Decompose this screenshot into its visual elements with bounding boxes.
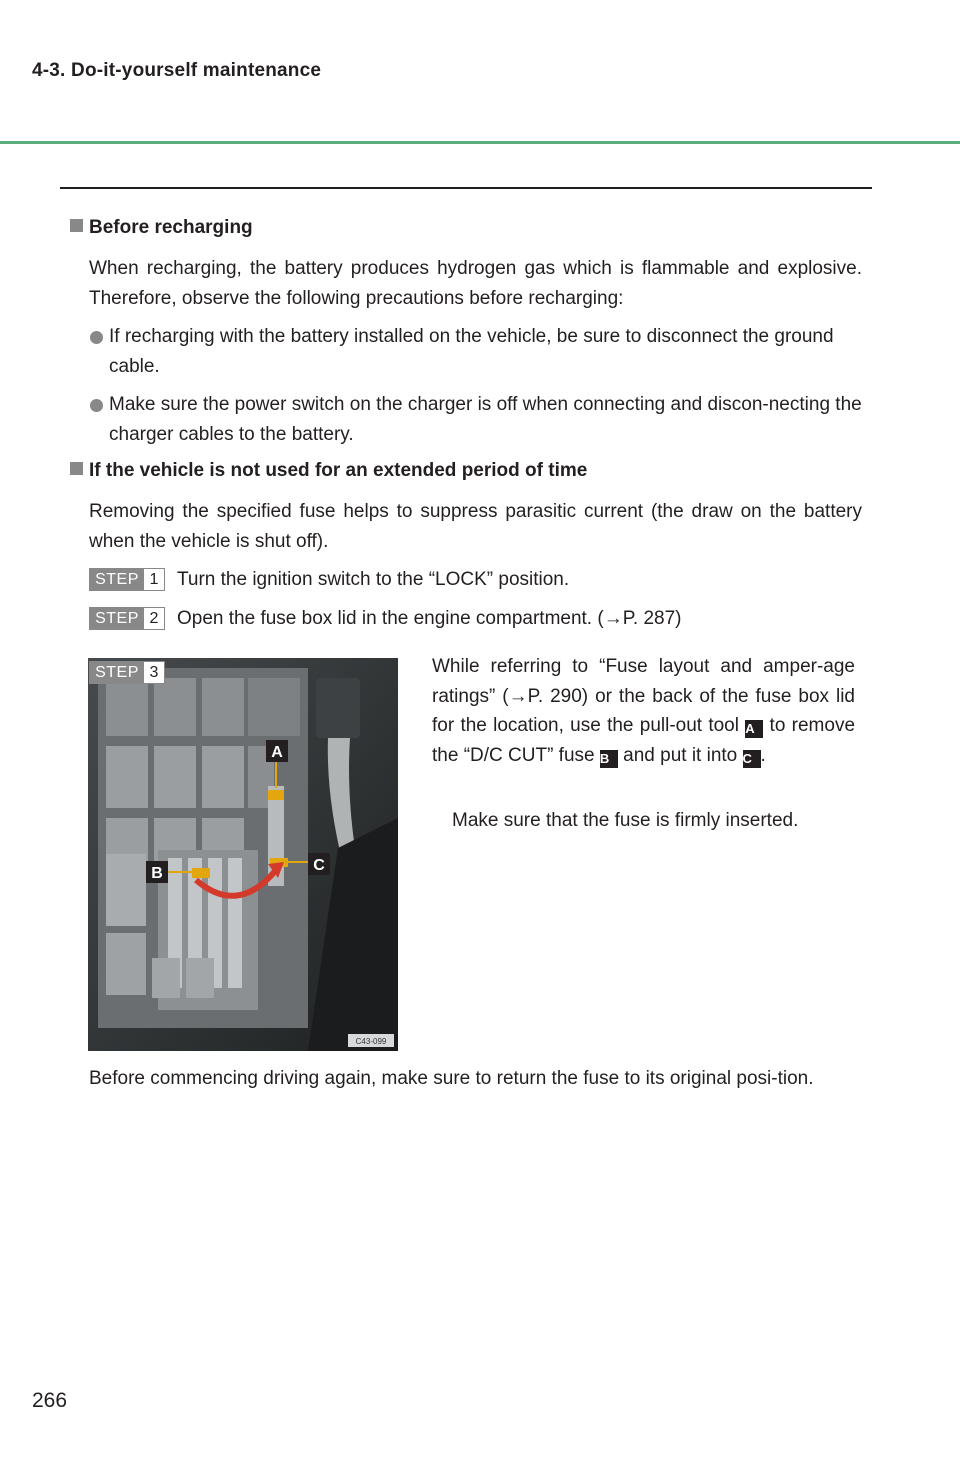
round-bullet-icon bbox=[90, 399, 103, 412]
section-header: 4-3. Do-it-yourself maintenance bbox=[32, 60, 322, 81]
bullet-text: Make sure the power switch on the charge… bbox=[109, 394, 862, 445]
closing-paragraph: Before commencing driving again, make su… bbox=[89, 1068, 814, 1089]
bullet-item: If recharging with the battery installed… bbox=[90, 322, 862, 382]
callout-c: C bbox=[308, 853, 330, 875]
heading-text: Before recharging bbox=[89, 217, 253, 238]
step-3-text-part: to remove the “D/C CUT” fuse bbox=[432, 715, 856, 766]
step-label: STEP bbox=[90, 569, 144, 590]
svg-text:B: B bbox=[151, 865, 163, 882]
marker-c: C bbox=[742, 749, 761, 768]
step-number: 2 bbox=[144, 608, 164, 629]
heading-extended-period: If the vehicle is not used for an extend… bbox=[70, 460, 587, 482]
page-number: 266 bbox=[32, 1389, 68, 1412]
callout-b: B bbox=[146, 861, 168, 883]
intro-before-recharging: When recharging, the battery produces hy… bbox=[89, 258, 862, 309]
svg-text:A: A bbox=[271, 744, 283, 761]
heading-text: If the vehicle is not used for an extend… bbox=[89, 460, 588, 481]
step-2-text: Open the fuse box lid in the engine comp… bbox=[177, 608, 682, 629]
step-3-text-part: . bbox=[760, 744, 766, 766]
square-bullet-icon bbox=[70, 462, 83, 475]
step-3-text: While referring to “Fuse layout and ampe… bbox=[432, 652, 855, 770]
step-3-note: Make sure that the fuse is firmly insert… bbox=[452, 810, 799, 831]
step-3-text-part: and put it into bbox=[623, 744, 738, 766]
square-bullet-icon bbox=[70, 219, 83, 232]
round-bullet-icon bbox=[90, 331, 103, 344]
fuse-box-photo: A B C C43-099 bbox=[88, 658, 398, 1051]
figure-code: C43-099 bbox=[356, 1037, 387, 1046]
intro-extended-period: Removing the specified fuse helps to sup… bbox=[89, 501, 862, 552]
step-3-text-part: While referring to “Fuse layout and ampe… bbox=[432, 656, 855, 736]
step-label: STEP bbox=[90, 662, 144, 683]
bullet-text: If recharging with the battery installed… bbox=[109, 326, 834, 377]
header-rule bbox=[0, 141, 960, 144]
step-number: 1 bbox=[144, 569, 164, 590]
step-number: 3 bbox=[144, 662, 164, 683]
svg-text:C: C bbox=[313, 857, 325, 874]
content-top-rule bbox=[60, 187, 872, 189]
heading-before-recharging: Before recharging bbox=[70, 217, 253, 239]
callout-a: A bbox=[266, 740, 288, 762]
fuse-box-illustration: A B C C43-099 bbox=[88, 658, 398, 1051]
marker-a: A bbox=[745, 720, 764, 738]
bullet-item: Make sure the power switch on the charge… bbox=[90, 390, 862, 450]
step-label: STEP bbox=[90, 608, 144, 629]
step-1-text: Turn the ignition switch to the “LOCK” p… bbox=[177, 569, 570, 590]
marker-b: B bbox=[599, 749, 618, 768]
